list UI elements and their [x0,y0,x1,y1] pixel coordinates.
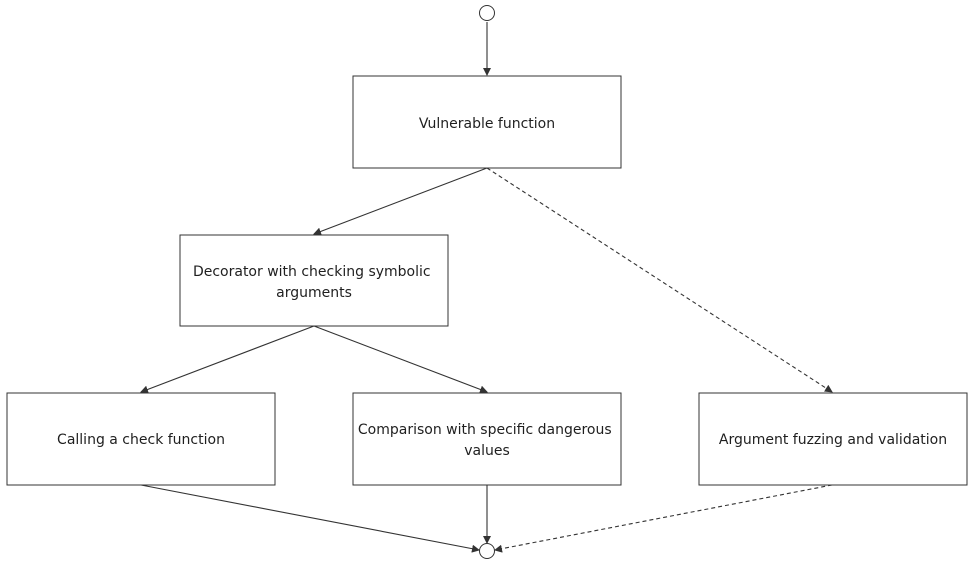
edge-vulnerable-to-decorator [313,167,488,236]
node-calling-check-function: Calling a check function [6,392,276,486]
node-box [179,234,449,327]
node-label: Calling a check function [57,432,225,448]
node-label-line: arguments [276,285,352,301]
edge-calling-to-end [140,484,480,553]
node-vulnerable-function: Vulnerable function [352,75,622,169]
node-label: Comparison with specific dangerous value… [358,422,616,459]
node-label-line: Decorator with checking symbolic [193,264,431,280]
node-label: Vulnerable function [419,116,555,132]
node-argument-fuzzing: Argument fuzzing and validation [698,392,968,486]
node-box [352,392,622,486]
node-label: Decorator with checking symbolic argumen… [193,264,435,301]
node-label-line: Calling a check function [57,432,225,448]
start-node [479,5,495,21]
node-label-line: values [464,443,510,459]
node-box [698,392,968,486]
edge-decorator-to-calling [140,325,315,394]
edge-vulnerable-to-fuzzing [486,167,833,393]
node-label-line: Argument fuzzing and validation [719,432,947,448]
edges [140,22,833,553]
node-label: Argument fuzzing and validation [719,432,947,448]
node-comparison-dangerous-values: Comparison with specific dangerous value… [352,392,622,486]
end-node [479,543,495,559]
node-box [6,392,276,486]
node-box [352,75,622,169]
node-label-line: Comparison with specific dangerous [358,422,612,438]
node-label-line: Vulnerable function [419,116,555,132]
edge-fuzzing-to-end [494,484,833,553]
node-decorator: Decorator with checking symbolic argumen… [179,234,449,327]
edge-decorator-to-comparison [313,325,488,394]
